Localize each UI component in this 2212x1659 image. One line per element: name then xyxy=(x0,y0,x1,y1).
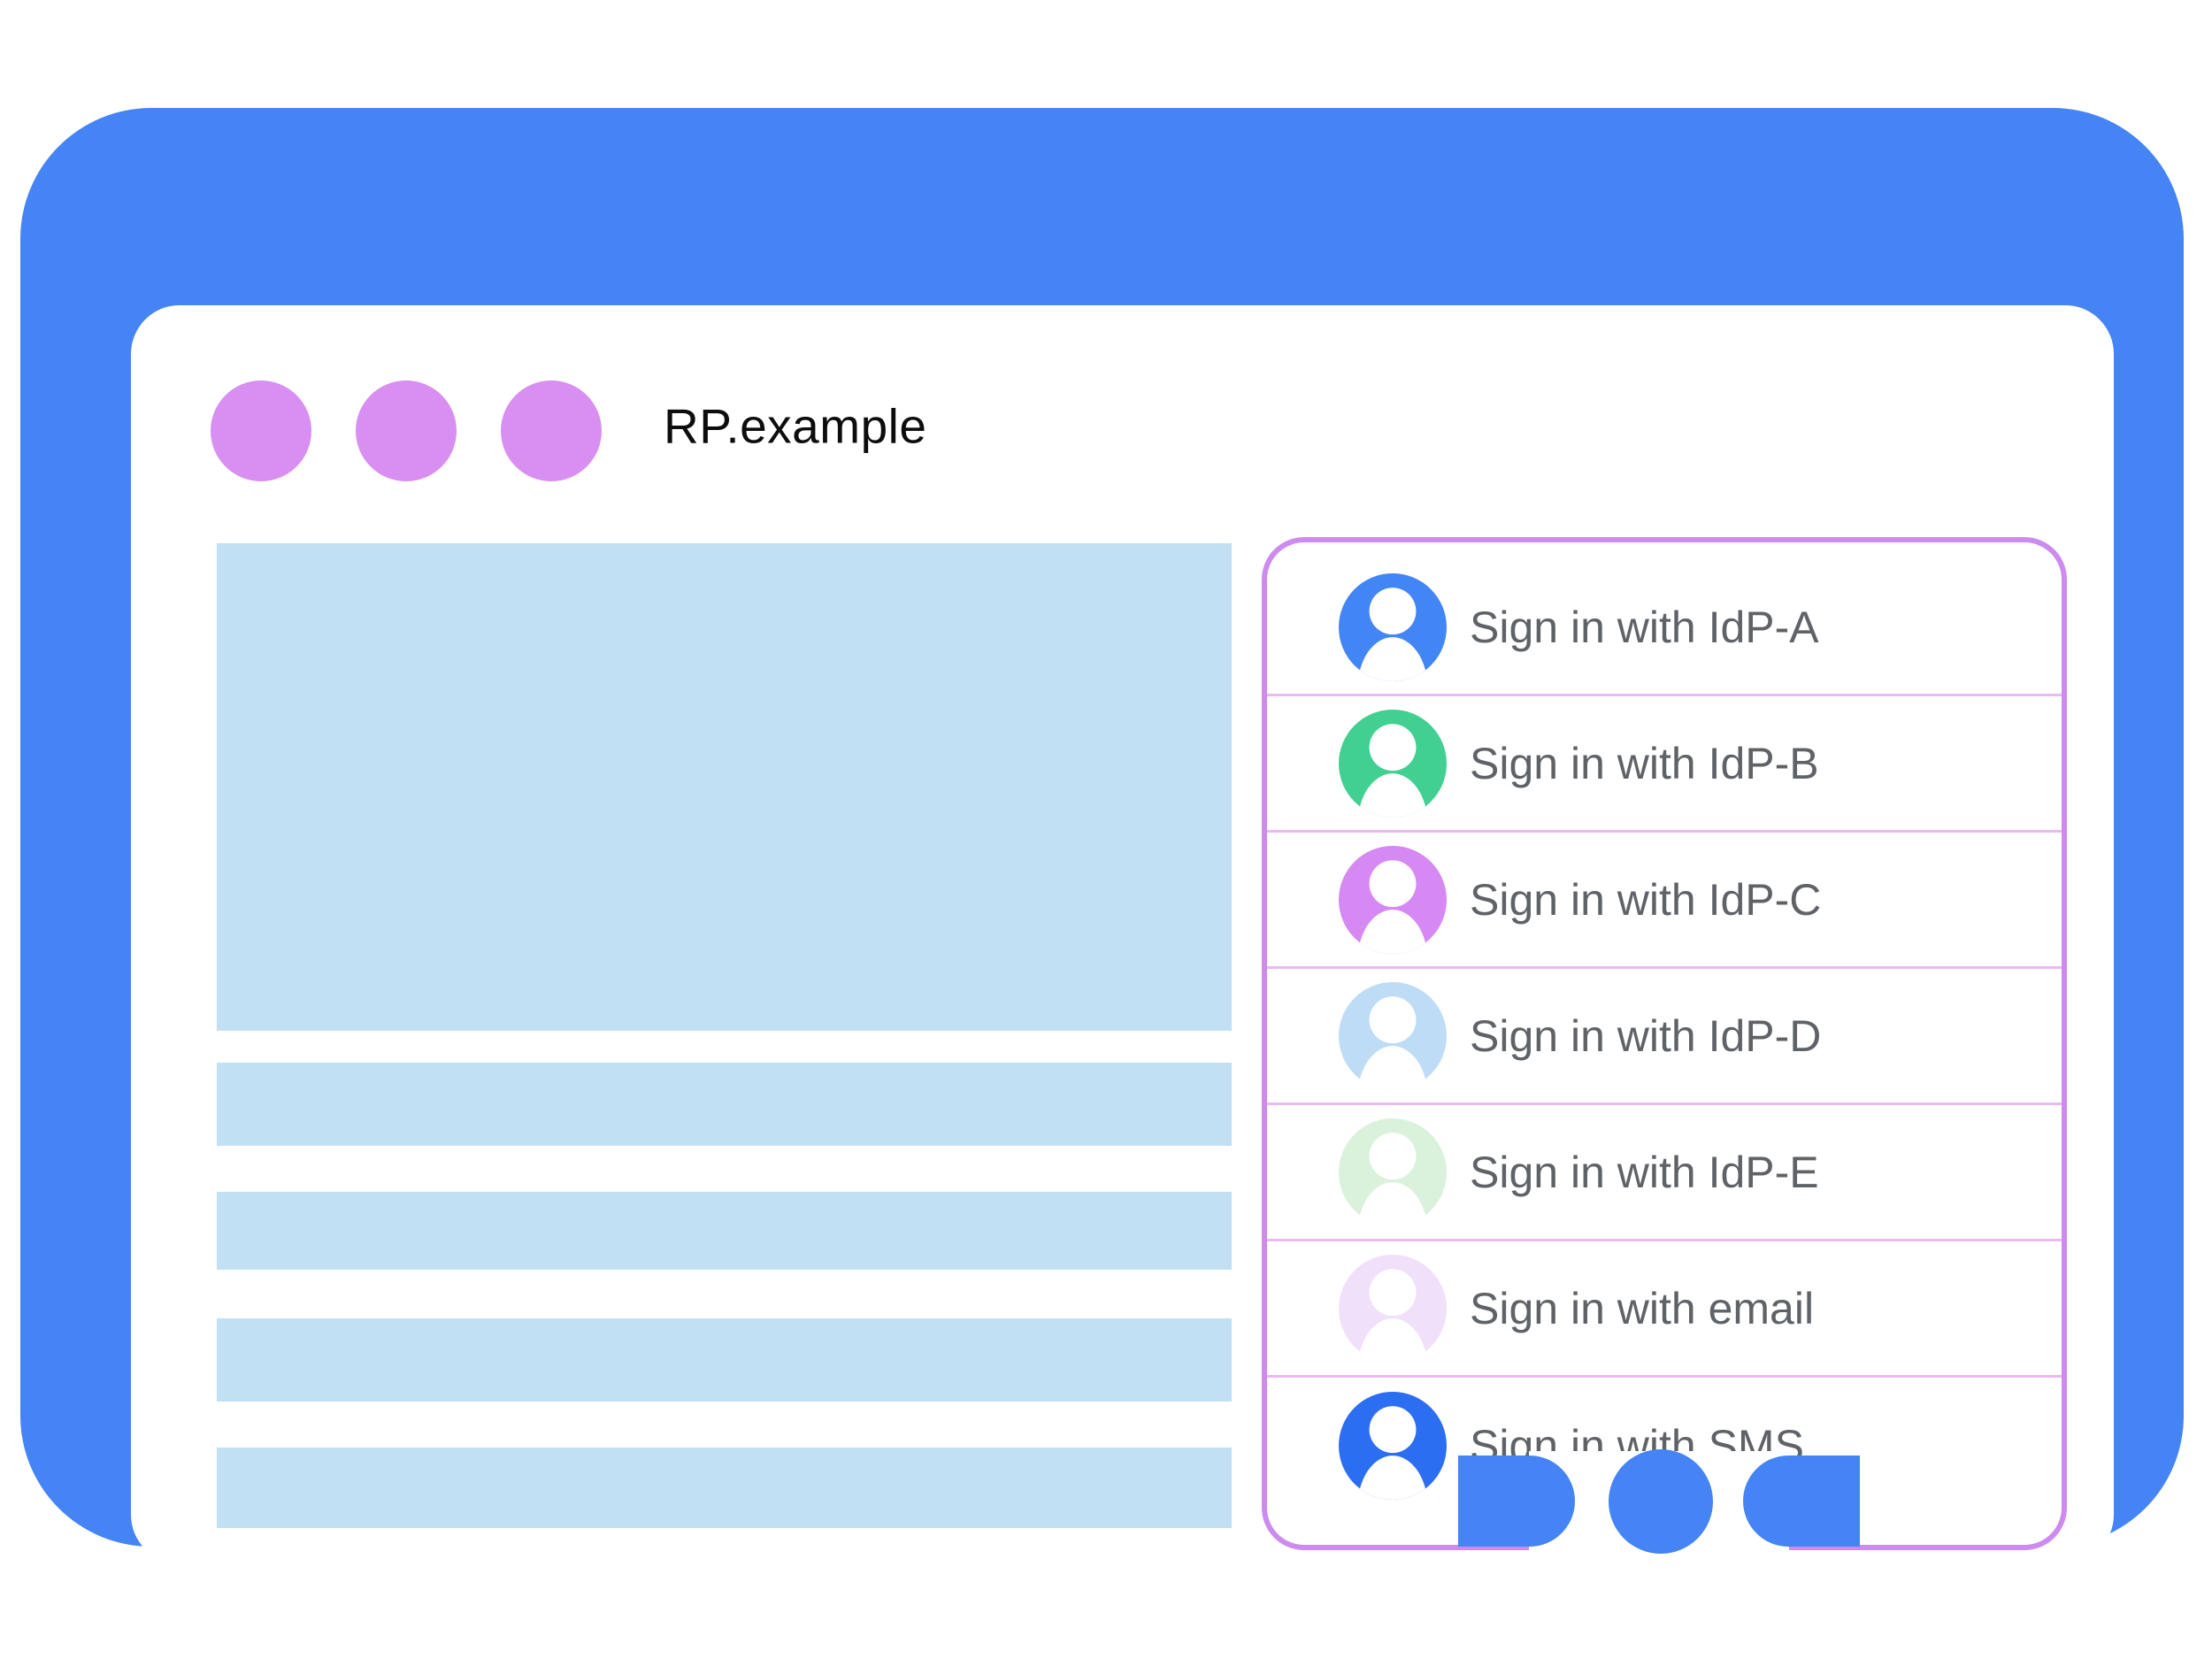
signin-option-label: Sign in with IdP-B xyxy=(1470,738,1819,788)
signin-option-label: Sign in with IdP-C xyxy=(1470,874,1822,925)
frame-bottom-bar-left-cap xyxy=(1458,1455,1575,1547)
content-placeholder-line xyxy=(217,1063,1232,1146)
signin-option-email[interactable]: Sign in with email xyxy=(1267,1241,2062,1378)
signin-option-idp-c[interactable]: Sign in with IdP-C xyxy=(1267,833,2062,969)
content-placeholder-line xyxy=(217,1192,1232,1270)
user-avatar-icon xyxy=(1339,1254,1447,1363)
user-avatar-icon xyxy=(1339,1392,1447,1500)
frame-bottom-bar-right-cap xyxy=(1743,1455,1860,1547)
home-button[interactable] xyxy=(1609,1449,1713,1554)
signin-option-label: Sign in with IdP-D xyxy=(1470,1010,1822,1061)
signin-account-chooser: Sign in with IdP-A Sign in with IdP-B Si… xyxy=(1262,537,2067,1550)
window-control-dot[interactable] xyxy=(356,380,457,481)
window-control-dot[interactable] xyxy=(501,380,602,481)
signin-option-label: Sign in with IdP-A xyxy=(1470,602,1819,652)
signin-option-idp-a[interactable]: Sign in with IdP-A xyxy=(1267,560,2062,696)
browser-window: RP.example Sign in with IdP-A xyxy=(131,305,2114,1563)
content-placeholder-line xyxy=(217,1448,1232,1528)
user-avatar-icon xyxy=(1339,981,1447,1090)
user-avatar-icon xyxy=(1339,709,1447,818)
window-control-dot[interactable] xyxy=(211,380,311,481)
signin-option-sms[interactable]: Sign in with SMS xyxy=(1267,1378,2062,1514)
content-placeholder-line xyxy=(217,1318,1232,1402)
user-avatar-icon xyxy=(1339,1118,1447,1226)
device-frame: RP.example Sign in with IdP-A xyxy=(20,108,2184,1563)
user-avatar-icon xyxy=(1339,845,1447,954)
signin-option-idp-b[interactable]: Sign in with IdP-B xyxy=(1267,696,2062,833)
signin-option-idp-d[interactable]: Sign in with IdP-D xyxy=(1267,969,2062,1105)
signin-option-label: Sign in with IdP-E xyxy=(1470,1147,1819,1197)
signin-option-label: Sign in with email xyxy=(1470,1283,1815,1333)
site-title: RP.example xyxy=(664,398,927,454)
user-avatar-icon xyxy=(1339,572,1447,681)
content-placeholder-hero xyxy=(217,543,1232,1031)
signin-option-idp-e[interactable]: Sign in with IdP-E xyxy=(1267,1105,2062,1241)
